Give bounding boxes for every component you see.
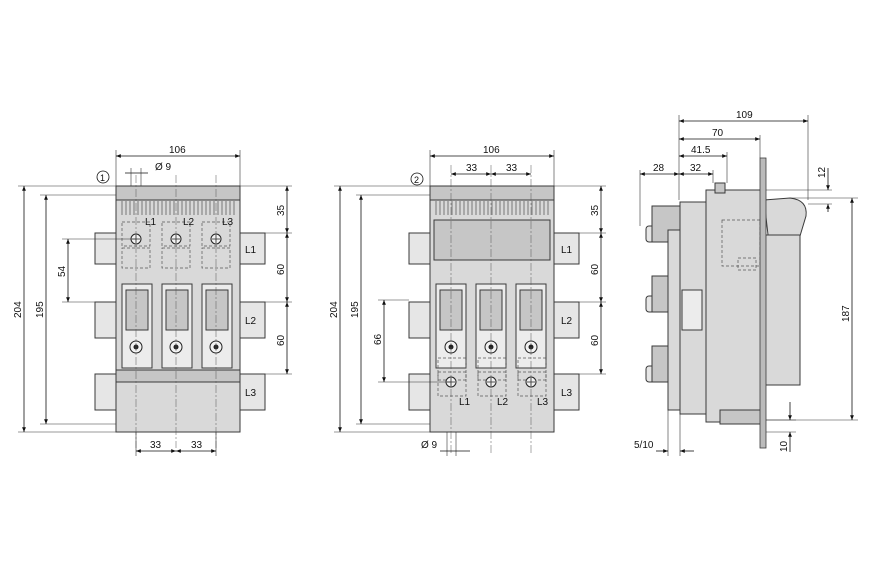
pitch-33-b: 33	[191, 440, 203, 451]
depth-28: 28	[653, 163, 665, 174]
row-label-l2-2: L2	[561, 316, 573, 327]
terminal-label-l1: L1	[145, 217, 157, 228]
row-label-l1-2: L1	[561, 245, 573, 256]
height-204: 204	[13, 301, 24, 318]
pitch-33-top-b: 33	[506, 163, 518, 174]
gap-60-a: 60	[276, 263, 287, 275]
view-marker-2	[410, 172, 424, 186]
width-dimension: 106	[169, 145, 186, 156]
din-rail	[759, 157, 767, 449]
width-dimension-2: 106	[483, 145, 500, 156]
height-195: 195	[35, 301, 46, 318]
right-terminal-lugs	[239, 232, 266, 411]
front-view-2: L1 L2 L3 L1 L2 L3 106 33 33 2 204 195 66	[329, 145, 606, 456]
top-35: 35	[276, 204, 287, 216]
terminal-label-l2-2: L2	[497, 397, 509, 408]
hole-diameter: Ø 9	[155, 162, 172, 173]
view-marker-2-text: 2	[414, 175, 419, 185]
terminal-label-l2: L2	[183, 217, 195, 228]
height-204-2: 204	[329, 301, 340, 318]
left-terminal-lugs	[94, 232, 117, 411]
height-195-2: 195	[350, 301, 361, 318]
row-label-l1: L1	[245, 245, 257, 256]
view-marker-1-text: 1	[100, 173, 105, 183]
rail-5-10: 5/10	[634, 440, 654, 451]
terminal-label-l3-2: L3	[537, 397, 549, 408]
front-view-1: L1 L2 L3 L1 L2 L3 106 Ø 9 1 204 195 54	[13, 145, 292, 456]
terminal-label-l3: L3	[222, 217, 234, 228]
hole-diameter-2: Ø 9	[421, 440, 438, 451]
row-label-l3-2: L3	[561, 388, 573, 399]
terminal-label-l1-2: L1	[459, 397, 471, 408]
height-187: 187	[841, 305, 852, 322]
right-terminal-lugs-2	[553, 232, 580, 411]
vent-ribs-2	[435, 201, 549, 215]
pitch-33-top-a: 33	[466, 163, 478, 174]
depth-70: 70	[712, 128, 724, 139]
offset-66: 66	[373, 333, 384, 345]
vent-ribs	[121, 201, 235, 215]
pitch-33-a: 33	[150, 440, 162, 451]
view-marker-1	[96, 170, 110, 184]
depth-41-5: 41.5	[691, 145, 711, 156]
row-label-l3: L3	[245, 388, 257, 399]
left-terminal-lugs-2	[408, 232, 431, 411]
depth-109: 109	[736, 110, 753, 121]
row-label-l2: L2	[245, 316, 257, 327]
depth-32: 32	[690, 163, 702, 174]
side-housing	[705, 189, 765, 423]
bottom-10: 10	[779, 440, 790, 452]
gap-60-b-2: 60	[590, 334, 601, 346]
gap-60-a-2: 60	[590, 263, 601, 275]
side-view: 109 70 41.5 28 32 187 12 10 5/10	[634, 110, 858, 456]
top-12: 12	[817, 166, 828, 178]
top-35-2: 35	[590, 204, 601, 216]
gap-60-b: 60	[276, 334, 287, 346]
offset-54: 54	[57, 265, 68, 277]
